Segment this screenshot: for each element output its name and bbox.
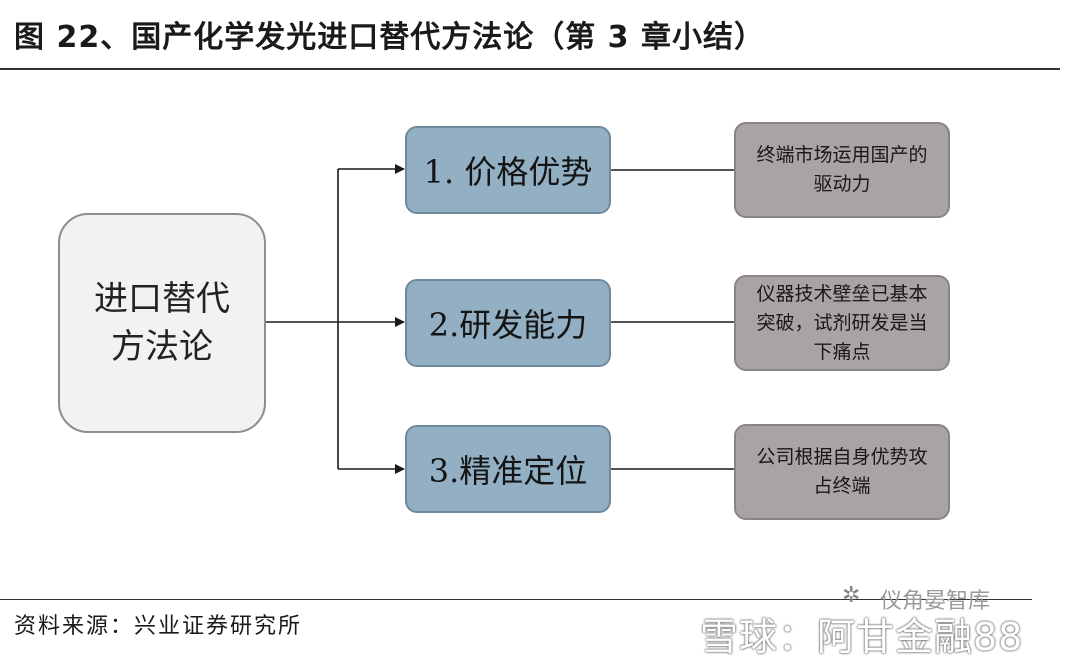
root-node: 进口替代方法论: [58, 213, 266, 433]
title-divider: [0, 68, 1060, 70]
method-node-precise-positioning: 3.精准定位: [405, 425, 611, 513]
watermark-small-text: 仪角晏智库: [880, 589, 991, 614]
description-node-price-advantage: 终端市场运用国产的驱动力: [734, 122, 950, 218]
method-node-rd-capability: 2.研发能力: [405, 279, 611, 367]
description-node-rd-capability: 仪器技术壁垒已基本突破，试剂研发是当下痛点: [734, 275, 950, 371]
figure-title: 图 22、国产化学发光进口替代方法论（第 3 章小结）: [14, 20, 765, 55]
watermark-main-text: 雪球：阿甘金融88: [700, 615, 1024, 659]
footer-divider: [0, 599, 1032, 600]
wechat-icon: ✲: [842, 583, 861, 608]
method-node-price-advantage: 1. 价格优势: [405, 126, 611, 214]
source-note: 资料来源：兴业证券研究所: [14, 614, 303, 639]
description-node-precise-positioning: 公司根据自身优势攻占终端: [734, 424, 950, 520]
